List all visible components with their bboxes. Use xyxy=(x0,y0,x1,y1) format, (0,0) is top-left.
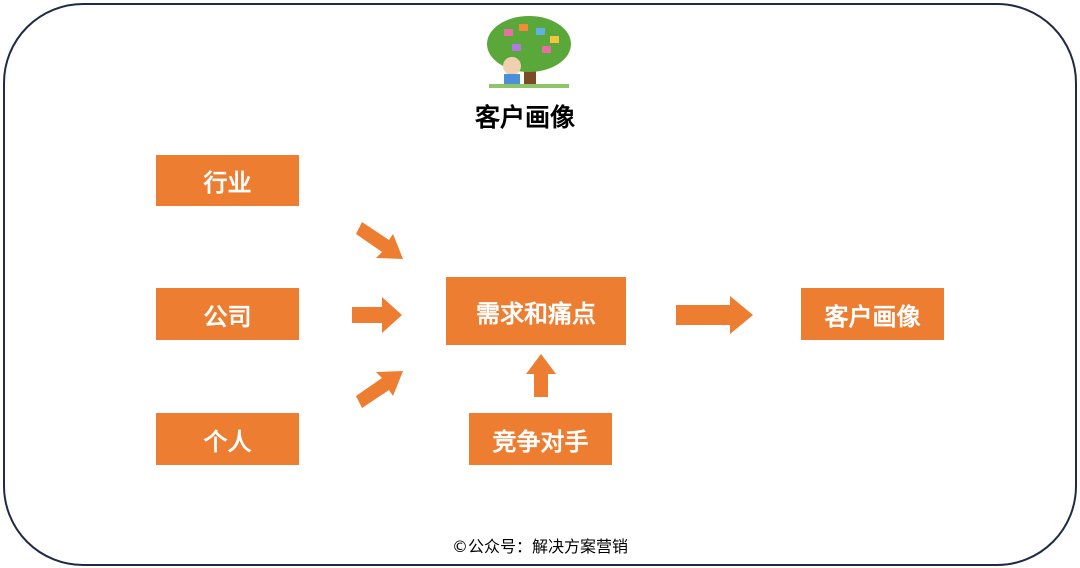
arrow-diagonal-up-icon xyxy=(356,371,403,408)
input-box-company: 公司 xyxy=(156,288,299,340)
input-box-individual: 个人 xyxy=(156,413,299,465)
input-box-industry: 行业 xyxy=(156,155,299,206)
needs-pain-points-box: 需求和痛点 xyxy=(446,277,626,345)
arrow-right-large-icon xyxy=(676,296,753,334)
competitor-box: 竞争对手 xyxy=(469,413,612,465)
arrow-right-icon xyxy=(352,297,402,333)
footer-credit: ©公众号：解决方案营销 xyxy=(451,537,628,556)
tree-logo-icon xyxy=(487,16,571,88)
arrow-up-icon xyxy=(526,354,556,397)
page-title: 客户画像 xyxy=(474,103,575,132)
arrow-diagonal-down-icon xyxy=(356,222,403,259)
customer-profile-box: 客户画像 xyxy=(801,288,944,340)
